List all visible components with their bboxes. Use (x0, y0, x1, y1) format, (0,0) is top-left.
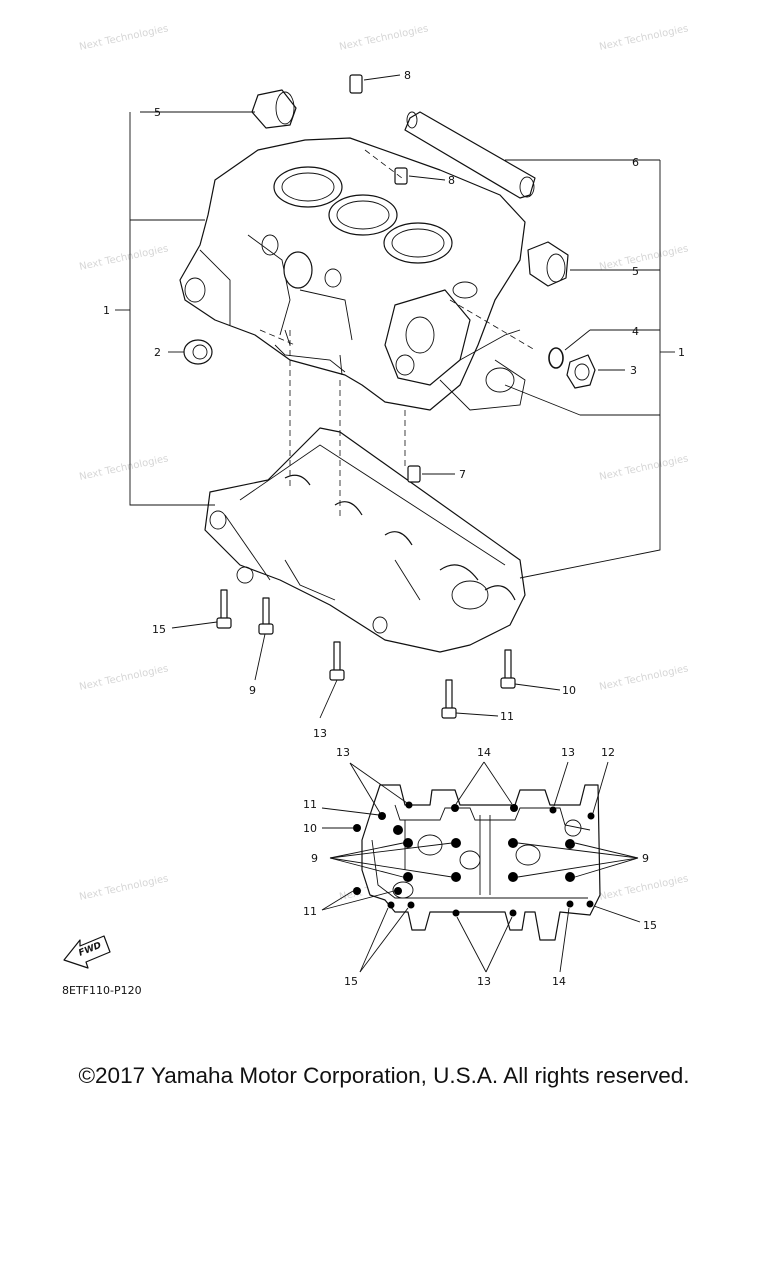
bolt-dot (509, 909, 517, 917)
bolt-dots (353, 801, 595, 917)
dowel-pin-7 (407, 465, 421, 483)
bolt-map (361, 784, 601, 941)
bolt-map-callout-15-left: 15 (344, 975, 358, 988)
bolt-dot (587, 812, 595, 820)
bolt-dot (394, 887, 402, 895)
callout-6: 6 (632, 156, 639, 169)
watermark: Next Technologies (78, 663, 169, 693)
watermark: Next Technologies (338, 23, 429, 53)
bolt-11 (441, 679, 457, 719)
alignment-lines (259, 149, 536, 520)
bolt-dot (451, 804, 459, 812)
bolt-dot (566, 900, 574, 908)
bolt-map-callout-11-b: 11 (303, 905, 317, 918)
plug-2 (183, 339, 213, 365)
callout-7: 7 (459, 468, 466, 481)
watermark: Next Technologies (78, 23, 169, 53)
callout-3: 3 (630, 364, 637, 377)
callout-8-mid: 8 (448, 174, 455, 187)
fwd-arrow-icon: FWD (63, 935, 111, 969)
bolt-dot (451, 872, 461, 882)
bolt-map-callout-13-left: 13 (336, 746, 350, 759)
bolt-map-callout-9-left: 9 (311, 852, 318, 865)
bolt-map-callout-10: 10 (303, 822, 317, 835)
bolt-dot (353, 824, 361, 832)
bolt-dot (565, 872, 575, 882)
bolt-dot (452, 909, 460, 917)
bolt-map-callout-9-right: 9 (642, 852, 649, 865)
bolt-map-callouts: 13 14 13 12 11 10 9 9 11 15 15 13 14 (303, 746, 657, 988)
bolt-dot (407, 901, 415, 909)
bolt-dot (508, 838, 518, 848)
callout-13: 13 (313, 727, 327, 740)
bolt-dot (403, 872, 413, 882)
bolt-map-callout-13-top: 13 (561, 746, 575, 759)
bolt-dot (387, 901, 395, 909)
callout-10: 10 (562, 684, 576, 697)
diagram-code: 8ETF110-P120 (62, 984, 142, 997)
dowel-pin-8-mid (394, 167, 408, 185)
leader-lines (168, 74, 625, 719)
bush-5-right (527, 241, 569, 287)
bolt-dot (353, 887, 361, 895)
bolt-map-callout-15-right: 15 (643, 919, 657, 932)
watermark: Next Technologies (598, 663, 689, 693)
plug-3 (566, 354, 596, 389)
watermark: Next Technologies (598, 243, 689, 273)
bolt-map-callout-13-bottom: 13 (477, 975, 491, 988)
bolt-15 (216, 589, 232, 629)
bolt-map-callout-12: 12 (601, 746, 615, 759)
watermark: Next Technologies (598, 873, 689, 903)
dowel-pin-8-top (349, 74, 363, 94)
callout-9: 9 (249, 684, 256, 697)
group-brackets (115, 111, 675, 579)
bolt-dot (510, 804, 518, 812)
bolt-map-callout-14-bottom: 14 (552, 975, 566, 988)
bolt-9 (258, 597, 274, 635)
callout-11: 11 (500, 710, 514, 723)
callout-5-right: 5 (632, 265, 639, 278)
bolt-map-callout-11-a: 11 (303, 798, 317, 811)
bolt-dot (565, 839, 575, 849)
callout-8-top: 8 (404, 69, 411, 82)
bolt-dot (378, 812, 386, 820)
bolt-dot (403, 838, 413, 848)
pipe-6 (404, 111, 536, 199)
watermark: Next Technologies (78, 873, 169, 903)
callout-5-top: 5 (154, 106, 161, 119)
bolt-dot (586, 900, 594, 908)
bolt-map-callout-14-top: 14 (477, 746, 491, 759)
callout-1-left: 1 (103, 304, 110, 317)
watermark: Next Technologies (598, 453, 689, 483)
watermark: Next Technologies (78, 453, 169, 483)
bush-5-top (251, 89, 297, 129)
o-ring-4 (548, 347, 564, 369)
bolt-10 (500, 649, 516, 689)
watermark: Next Technologies (598, 23, 689, 53)
bolt-dot (451, 838, 461, 848)
callout-4: 4 (632, 325, 639, 338)
callout-15: 15 (152, 623, 166, 636)
callout-1-right: 1 (678, 346, 685, 359)
callout-2: 2 (154, 346, 161, 359)
bolt-dot (549, 806, 557, 814)
bolt-dot (405, 801, 413, 809)
copyright-notice: ©2017 Yamaha Motor Corporation, U.S.A. A… (78, 1063, 690, 1088)
bolt-map-leaders (321, 761, 641, 973)
bolt-13 (329, 641, 345, 681)
upper-crankcase (179, 137, 526, 411)
watermark: Next Technologies (78, 243, 169, 273)
callouts: 5 8 8 6 5 1 4 2 1 3 7 15 9 10 11 13 (103, 69, 685, 740)
bolt-dot (393, 825, 403, 835)
lower-crankcase (204, 427, 526, 653)
crankcase-exploded-diagram: Next Technologies Next Technologies Next… (62, 23, 689, 997)
bolt-dot (508, 872, 518, 882)
